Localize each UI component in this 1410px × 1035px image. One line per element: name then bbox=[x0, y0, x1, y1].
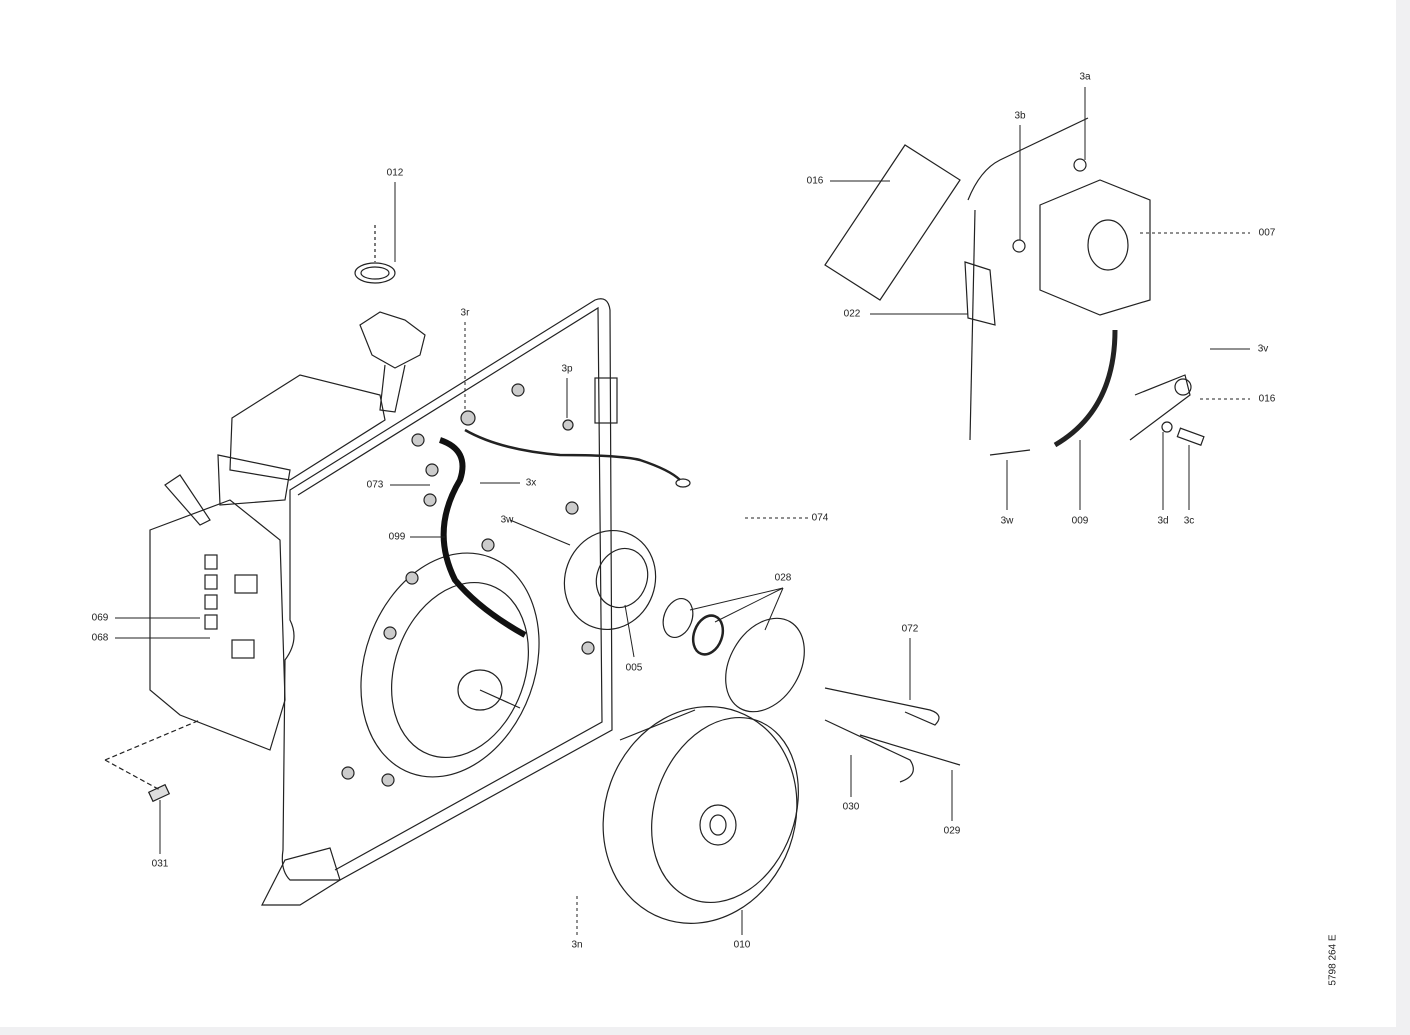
fan-wheel bbox=[602, 706, 799, 924]
part-label: 016 bbox=[1258, 393, 1276, 405]
part-label: 005 bbox=[625, 662, 643, 674]
part-label: 069 bbox=[91, 612, 109, 624]
part-label: 3p bbox=[561, 363, 573, 375]
diffuser-disc bbox=[725, 617, 805, 713]
part-label: 3a bbox=[1079, 71, 1091, 83]
part-label: 073 bbox=[366, 479, 384, 491]
screw-031 bbox=[147, 783, 171, 803]
part-label: 031 bbox=[151, 858, 169, 870]
o-ring bbox=[691, 614, 725, 656]
ignition-transformer bbox=[594, 377, 618, 424]
part-label: 3x bbox=[525, 477, 537, 489]
part-label: 030 bbox=[842, 801, 860, 813]
part-label: 3d bbox=[1157, 515, 1169, 527]
electrodes bbox=[824, 687, 961, 783]
motor-housing bbox=[149, 374, 386, 751]
part-label: 3b bbox=[1014, 110, 1026, 122]
part-label: 007 bbox=[1258, 227, 1276, 239]
part-label: 099 bbox=[388, 531, 406, 543]
mounting-plate bbox=[261, 298, 613, 906]
part-label: 012 bbox=[386, 167, 404, 179]
wire bbox=[464, 428, 681, 481]
part-label: 072 bbox=[901, 623, 919, 635]
part-label: 028 bbox=[774, 572, 792, 584]
part-label: 029 bbox=[943, 825, 961, 837]
ignition-cable bbox=[438, 437, 527, 638]
part-label: 074 bbox=[811, 512, 829, 524]
scrollbar[interactable] bbox=[1396, 0, 1410, 1035]
document-id: 5798 264 E bbox=[1327, 934, 1339, 986]
part-label: 010 bbox=[733, 939, 751, 951]
gasket-disc bbox=[662, 598, 694, 638]
part-label: 016 bbox=[806, 175, 824, 187]
fan-inlet bbox=[360, 552, 540, 778]
leader-lines bbox=[115, 87, 1250, 935]
part-label: 3r bbox=[460, 307, 470, 319]
part-label: 3w bbox=[500, 514, 514, 526]
part-label: 009 bbox=[1071, 515, 1089, 527]
part-label: 3c bbox=[1183, 515, 1195, 527]
part-label: 3v bbox=[1257, 343, 1269, 355]
part-label: 3w bbox=[1000, 515, 1014, 527]
pump-assembly bbox=[824, 117, 1205, 456]
horizontal-scrollbar[interactable] bbox=[0, 1027, 1410, 1035]
burner-head bbox=[509, 519, 657, 631]
plate-screws bbox=[341, 383, 595, 787]
oil-fitting bbox=[354, 225, 426, 413]
part-label: 068 bbox=[91, 632, 109, 644]
part-label: 022 bbox=[843, 308, 861, 320]
part-label: 3n bbox=[571, 939, 583, 951]
